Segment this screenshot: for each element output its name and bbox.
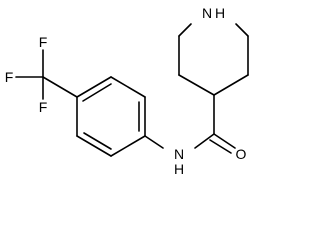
atom-label-oxygen: O <box>236 146 247 162</box>
molecule-structure: N H O N H F F F <box>5 5 249 177</box>
benzene-ring <box>76 76 164 157</box>
bond <box>76 76 112 98</box>
bond <box>194 133 215 149</box>
bond <box>42 76 78 98</box>
trifluoromethyl-group <box>15 49 78 100</box>
bond <box>235 23 249 37</box>
double-bond <box>209 139 232 154</box>
atom-label-n-amide: N <box>174 146 184 162</box>
double-bond <box>213 133 236 149</box>
atom-label-f-top: F <box>39 34 48 50</box>
amide-group <box>194 94 236 154</box>
bond <box>110 135 146 157</box>
bond <box>110 76 146 98</box>
piperidine-ring <box>178 23 249 96</box>
inner-double-bond <box>82 83 112 102</box>
atom-label-f-bottom: F <box>39 99 48 115</box>
bond <box>144 135 164 149</box>
bond <box>213 74 249 96</box>
inner-double-bond <box>83 132 112 150</box>
atom-label-f-left: F <box>5 69 14 85</box>
atom-label-h-ring: H <box>215 5 225 21</box>
bond <box>76 135 112 157</box>
atom-label-h-amide: H <box>174 161 184 177</box>
bond <box>178 23 192 37</box>
atom-label-n-ring: N <box>202 5 212 21</box>
bond <box>178 74 215 96</box>
